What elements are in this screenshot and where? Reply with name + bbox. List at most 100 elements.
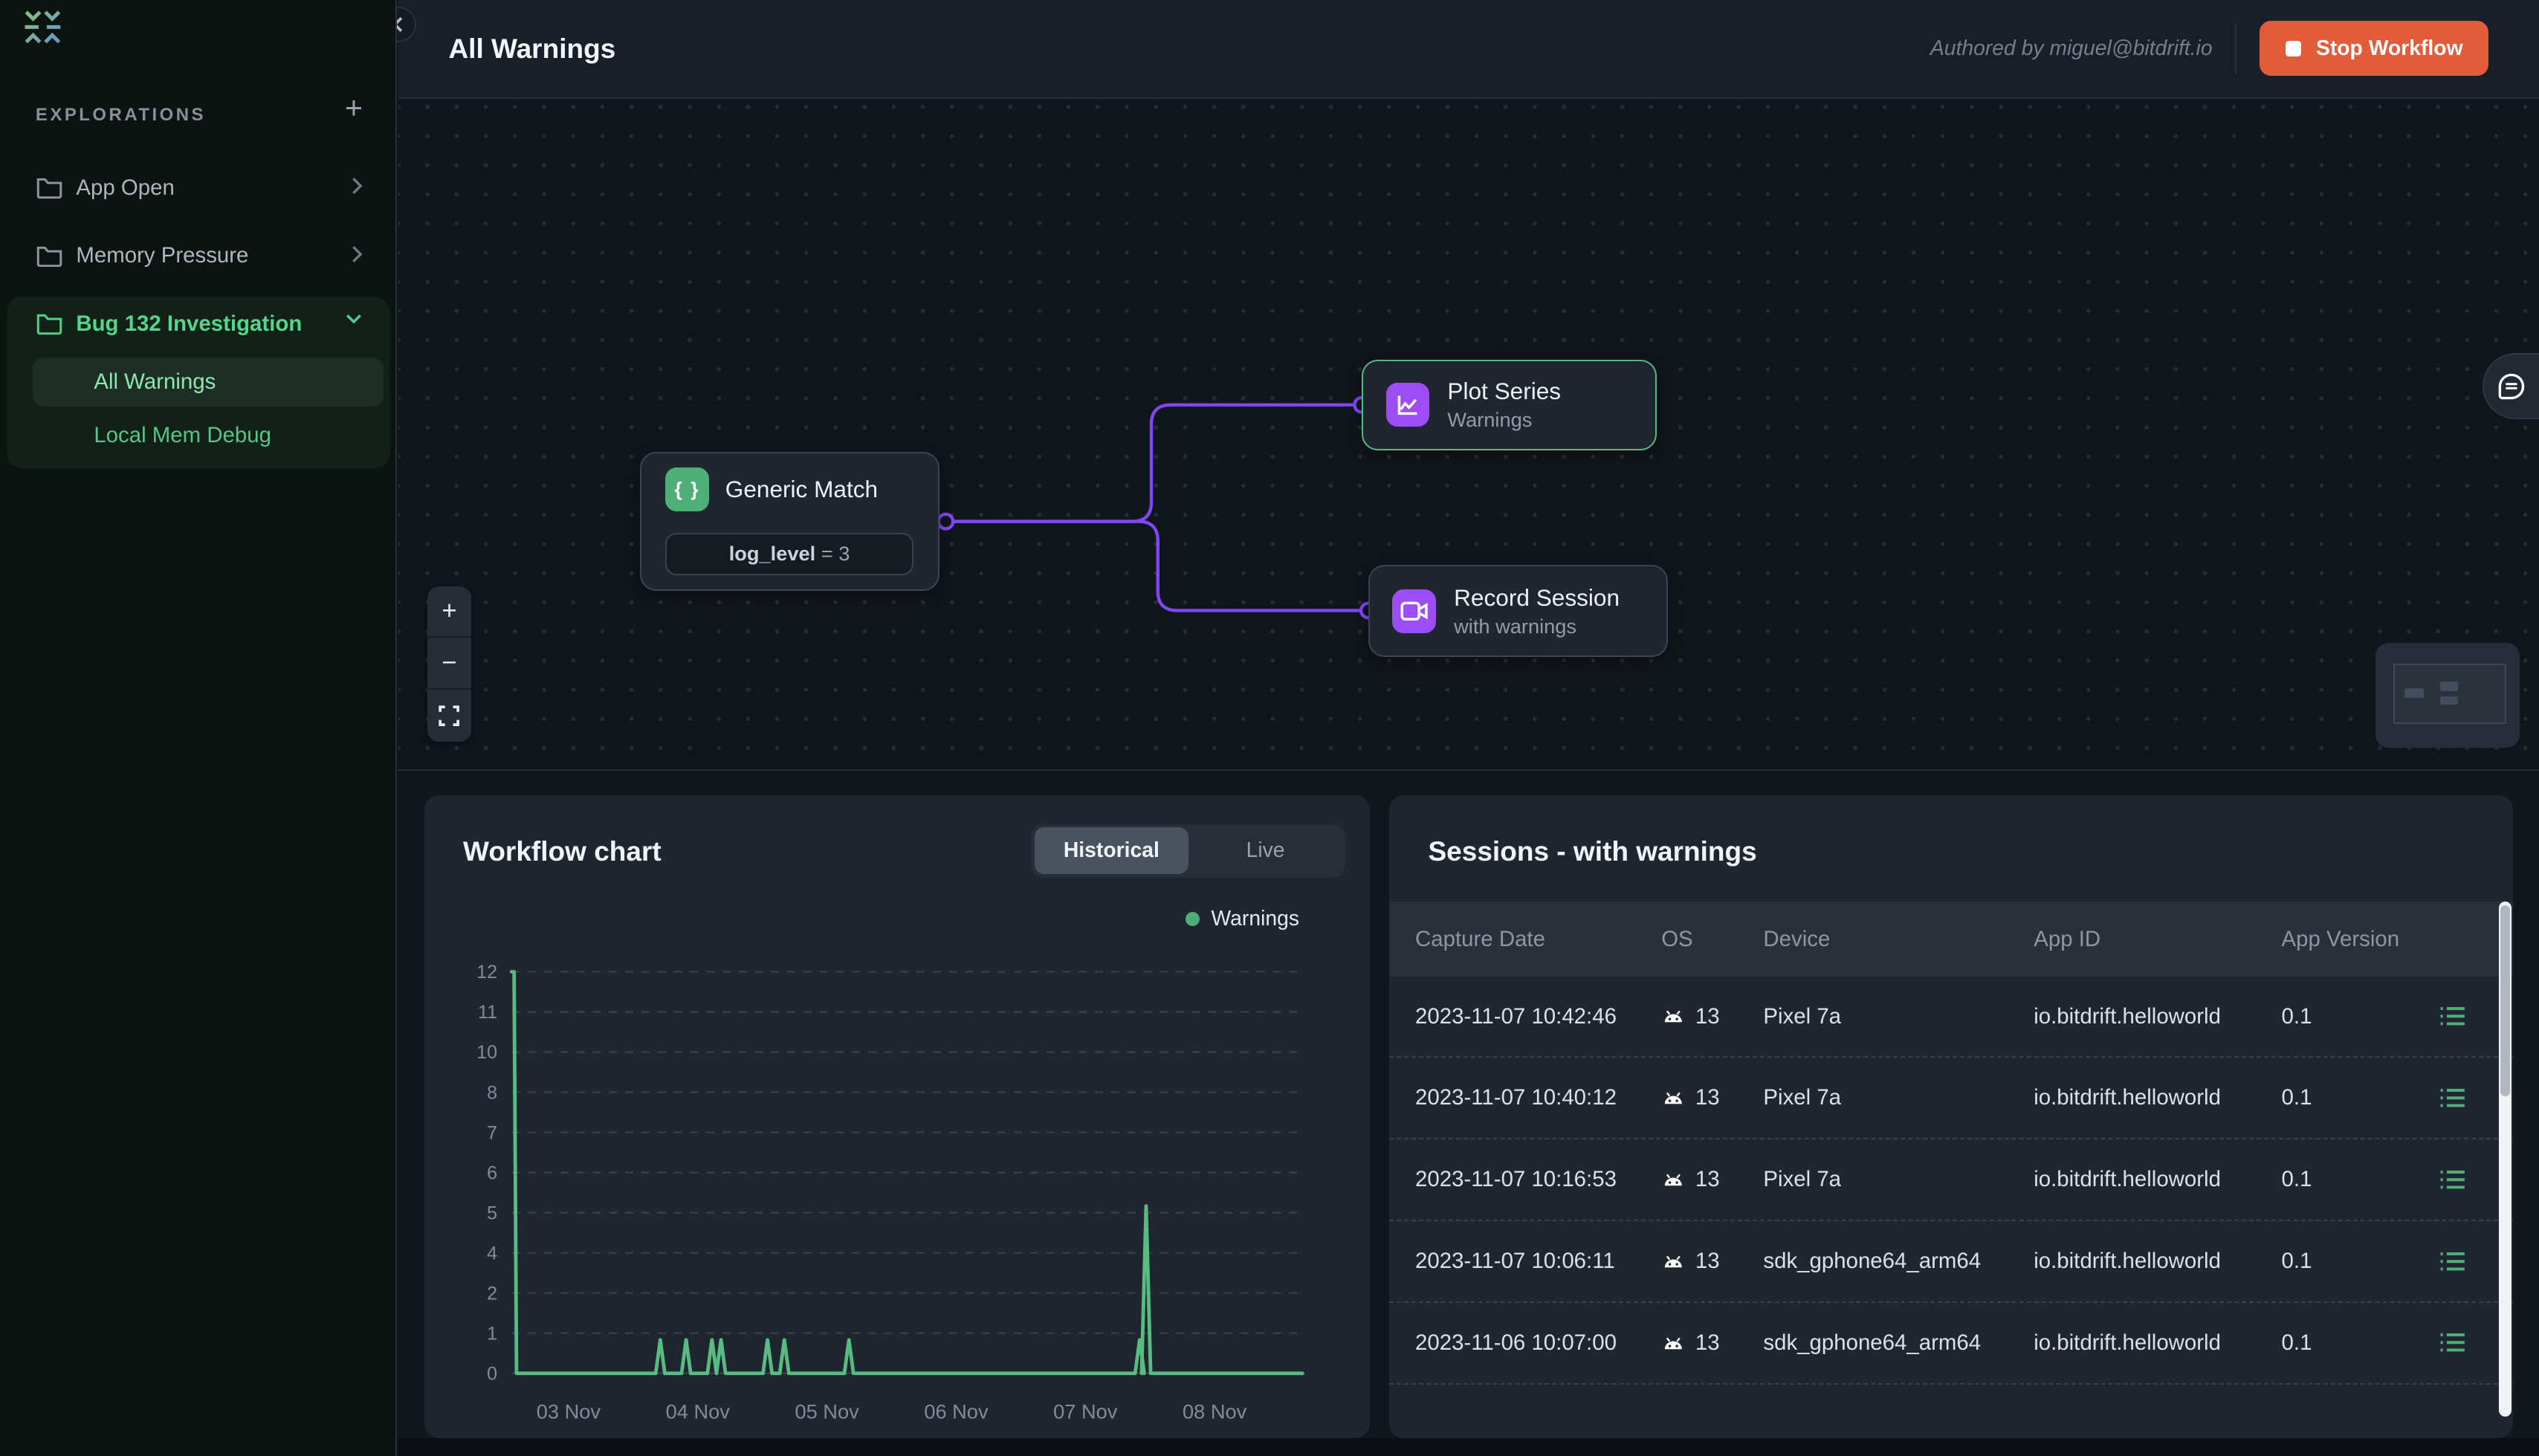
app-version-cell: 0.1: [2281, 1167, 2312, 1192]
sessions-panel: Sessions - with warnings Capture Date OS D…: [1389, 795, 2514, 1438]
android-icon: [1664, 1011, 1683, 1023]
output-port: [937, 512, 955, 531]
sidebar-group-bug-132: Bug 132 Investigation All Warnings Local…: [6, 296, 391, 468]
node-generic-match[interactable]: { } Generic Match log_level = 3: [639, 451, 939, 592]
os-cell: 13: [1661, 1085, 1763, 1110]
braces-icon: { }: [665, 467, 709, 512]
row-actions-button[interactable]: [2439, 1087, 2513, 1109]
app-version-cell: 0.1: [2281, 1003, 2312, 1029]
sidebar-item-memory-pressure[interactable]: Memory Pressure: [0, 227, 397, 285]
topbar-divider: [2235, 23, 2237, 74]
y-tick: 7: [487, 1122, 497, 1143]
stop-workflow-button[interactable]: Stop Workflow: [2259, 21, 2489, 77]
y-tick: 2: [487, 1283, 497, 1304]
app-version-cell: 0.1: [2281, 1085, 2312, 1110]
topbar: All Warnings Authored by miguel@bitdrift…: [380, 0, 2539, 99]
add-exploration-button[interactable]: +: [344, 91, 363, 125]
explorations-header: EXPLORATIONS +: [0, 91, 397, 136]
os-cell: 13: [1661, 1330, 1763, 1356]
sidebar-item-local-mem-debug[interactable]: Local Mem Debug: [33, 413, 384, 459]
android-icon: [1664, 1092, 1683, 1104]
table-scrollbar-thumb[interactable]: [2500, 905, 2510, 1096]
app-id-cell: io.bitdrift.helloworld: [2034, 1248, 2221, 1273]
y-tick: 11: [478, 1002, 497, 1023]
android-icon: [1664, 1174, 1683, 1186]
chat-tab-button[interactable]: [2482, 352, 2539, 420]
session-logs-icon: [2440, 1170, 2465, 1189]
device-cell: Pixel 7a: [1763, 1167, 1842, 1192]
capture-date-cell: 2023-11-06 10:07:00: [1415, 1330, 1617, 1355]
column-header: Capture Date: [1415, 926, 1545, 951]
device-cell: Pixel 7a: [1763, 1085, 1842, 1110]
fit-view-button[interactable]: [427, 690, 471, 742]
tab-live[interactable]: Live: [1188, 827, 1342, 874]
chart-legend: Warnings: [1185, 907, 1299, 931]
sidebar: EXPLORATIONS + App Open Memory Pressure …: [0, 0, 397, 1456]
video-camera-icon: [1392, 589, 1437, 633]
sidebar-item-bug-132-investigation[interactable]: Bug 132 Investigation: [7, 297, 390, 352]
minimap[interactable]: [2375, 642, 2520, 748]
session-logs-icon: [2440, 1333, 2465, 1352]
sidebar-item-all-warnings[interactable]: All Warnings: [32, 357, 384, 407]
authored-by-text: Authored by miguel@bitdrift.io: [1930, 36, 2213, 60]
minimap-node: [2404, 687, 2425, 698]
y-tick: 1: [487, 1323, 497, 1344]
x-tick: 04 Nov: [665, 1400, 730, 1423]
page-title: All Warnings: [448, 32, 616, 64]
column-header: OS: [1661, 926, 1693, 951]
workflow-canvas[interactable]: { } Generic Match log_level = 3 Plot Ser…: [398, 98, 2539, 771]
node-record-session[interactable]: Record Session with warnings: [1368, 565, 1668, 658]
stop-workflow-label: Stop Workflow: [2315, 36, 2463, 60]
sidebar-item-label: Memory Pressure: [76, 243, 249, 268]
row-actions-button[interactable]: [2439, 1168, 2513, 1191]
folder-icon: [36, 314, 62, 335]
zoom-in-button[interactable]: +: [427, 586, 471, 638]
sidebar-item-label: Bug 132 Investigation: [76, 311, 303, 336]
zoom-out-button[interactable]: −: [427, 638, 471, 690]
bottom-strip: [398, 1437, 2539, 1456]
session-logs-icon: [2440, 1007, 2465, 1026]
table-scrollbar[interactable]: [2498, 902, 2511, 1417]
app-version-cell: 0.1: [2281, 1330, 2312, 1355]
sidebar-item-app-open[interactable]: App Open: [0, 158, 397, 216]
bottom-section: Workflow chart Historical Live Warnings …: [398, 770, 2539, 1456]
match-condition-pill: log_level = 3: [665, 532, 913, 575]
tab-historical[interactable]: Historical: [1034, 827, 1189, 875]
app-id-cell: io.bitdrift.helloworld: [2034, 1167, 2221, 1192]
x-tick: 08 Nov: [1183, 1400, 1247, 1423]
node-title: Generic Match: [725, 476, 879, 503]
row-actions-button[interactable]: [2439, 1331, 2513, 1353]
condition-value: = 3: [815, 542, 850, 566]
session-logs-icon: [2440, 1252, 2465, 1271]
row-actions-button[interactable]: [2439, 1250, 2513, 1272]
node-title: Record Session: [1454, 583, 1620, 611]
capture-date-cell: 2023-11-07 10:06:11: [1415, 1248, 1615, 1273]
chat-bubble-icon: [2498, 373, 2525, 399]
app-id-cell: io.bitdrift.helloworld: [2034, 1330, 2221, 1355]
node-subtitle: Warnings: [1447, 408, 1533, 432]
capture-date-cell: 2023-11-07 10:40:12: [1415, 1085, 1617, 1110]
x-tick: 05 Nov: [795, 1400, 859, 1423]
device-cell: Pixel 7a: [1763, 1003, 1842, 1029]
folder-icon: [36, 178, 62, 199]
column-header: Device: [1763, 926, 1831, 951]
y-tick: 12: [476, 962, 497, 983]
y-tick: 5: [487, 1203, 497, 1223]
capture-date-cell: 2023-11-07 10:42:46: [1415, 1003, 1617, 1029]
node-plot-series[interactable]: Plot Series Warnings: [1362, 359, 1657, 450]
chart-panel-title: Workflow chart: [463, 835, 662, 867]
explorations-label: EXPLORATIONS: [35, 104, 206, 125]
row-actions-button[interactable]: [2439, 1005, 2513, 1027]
sessions-panel-title: Sessions - with warnings: [1428, 835, 1757, 867]
android-icon: [1664, 1337, 1683, 1349]
fit-view-icon: [439, 705, 460, 726]
